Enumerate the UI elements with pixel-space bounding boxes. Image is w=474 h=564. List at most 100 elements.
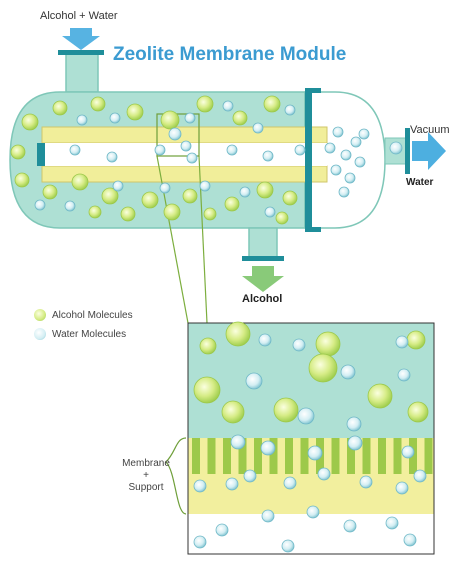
alcohol-molecule bbox=[199, 337, 217, 355]
alcohol-molecule bbox=[406, 330, 426, 350]
water-molecule bbox=[281, 539, 295, 553]
page-title: Zeolite Membrane Module bbox=[113, 44, 347, 65]
water-molecule bbox=[403, 533, 417, 547]
water-molecule bbox=[389, 141, 403, 155]
membrane-tube-upper bbox=[41, 126, 328, 144]
alcohol-molecule bbox=[224, 196, 240, 212]
alcohol-molecule bbox=[275, 211, 289, 225]
membrane-pore-wall bbox=[393, 438, 402, 474]
legend-item-water: Water Molecules bbox=[34, 327, 126, 341]
alcohol-molecule-icon bbox=[34, 309, 46, 321]
alcohol-molecule bbox=[120, 206, 136, 222]
feed-arrow-icon bbox=[62, 28, 100, 50]
alcohol-molecule bbox=[71, 173, 89, 191]
water-molecule bbox=[199, 180, 211, 192]
water-molecule bbox=[343, 519, 357, 533]
alcohol-molecule bbox=[141, 191, 159, 209]
feed-nozzle-flange bbox=[58, 50, 104, 55]
water-molecule bbox=[230, 434, 246, 450]
feed-nozzle bbox=[65, 51, 99, 93]
legend-item-alcohol: Alcohol Molecules bbox=[34, 308, 133, 322]
alcohol-molecule bbox=[256, 181, 274, 199]
membrane-support-label: Membrane + Support bbox=[120, 458, 172, 494]
permeate-flange bbox=[405, 128, 410, 174]
alcohol-label: Alcohol bbox=[242, 293, 283, 305]
water-molecule bbox=[324, 142, 336, 154]
tube-sheet-cap-bottom bbox=[305, 227, 321, 232]
water-molecule bbox=[297, 407, 315, 425]
water-molecule bbox=[397, 368, 411, 382]
legend-label-alcohol: Alcohol Molecules bbox=[52, 309, 133, 321]
membrane-bracket bbox=[165, 437, 187, 515]
zoom-source-box bbox=[156, 113, 200, 157]
alcohol-molecule bbox=[367, 383, 393, 409]
membrane-label-line1: Membrane bbox=[122, 458, 170, 469]
membrane-label-line2: + bbox=[143, 470, 149, 481]
alcohol-molecule bbox=[308, 353, 338, 383]
water-molecule bbox=[260, 440, 276, 456]
alcohol-molecule bbox=[21, 113, 39, 131]
water-molecule bbox=[385, 516, 399, 530]
water-molecule bbox=[106, 151, 118, 163]
water-molecule bbox=[109, 112, 121, 124]
alcohol-molecule bbox=[182, 188, 198, 204]
water-molecule-icon bbox=[34, 328, 46, 340]
membrane-pore-wall bbox=[254, 438, 262, 474]
water-molecule bbox=[76, 114, 88, 126]
water-molecule bbox=[340, 149, 352, 161]
water-molecule bbox=[340, 364, 356, 380]
water-molecule bbox=[347, 435, 363, 451]
alcohol-molecule bbox=[10, 144, 26, 160]
alcohol-molecule bbox=[163, 203, 181, 221]
membrane-pore-wall bbox=[207, 438, 216, 474]
water-molecule bbox=[226, 144, 238, 156]
tube-sheet-cap-top bbox=[305, 88, 321, 93]
water-molecule bbox=[193, 535, 207, 549]
water-molecule bbox=[252, 122, 264, 134]
alcohol-molecule bbox=[126, 103, 144, 121]
alcohol-molecule bbox=[160, 110, 180, 130]
alcohol-molecule bbox=[263, 95, 281, 113]
membrane-pore-wall bbox=[238, 438, 247, 474]
water-molecule bbox=[317, 467, 331, 481]
membrane-pore-wall bbox=[409, 438, 417, 474]
retentate-nozzle bbox=[248, 227, 278, 259]
membrane-pore-wall bbox=[424, 438, 433, 474]
water-molecule bbox=[338, 186, 350, 198]
alcohol-molecule bbox=[42, 184, 58, 200]
water-molecule bbox=[284, 104, 296, 116]
water-molecule bbox=[307, 445, 323, 461]
alcohol-molecule bbox=[90, 96, 106, 112]
alcohol-molecule bbox=[52, 100, 68, 116]
membrane-pore-wall bbox=[362, 438, 371, 474]
water-molecule bbox=[294, 144, 306, 156]
membrane-pore-wall bbox=[331, 438, 340, 474]
alcohol-molecule bbox=[196, 95, 214, 113]
water-molecule bbox=[306, 505, 320, 519]
water-molecule bbox=[358, 128, 370, 140]
alcohol-molecule bbox=[101, 187, 119, 205]
water-molecule bbox=[344, 172, 356, 184]
water-molecule bbox=[225, 477, 239, 491]
membrane-pore-wall bbox=[192, 438, 200, 474]
membrane-pore-wall bbox=[285, 438, 293, 474]
membrane-pore-wall bbox=[223, 438, 231, 474]
water-molecule bbox=[64, 200, 76, 212]
alcohol-molecule bbox=[282, 190, 298, 206]
water-molecule bbox=[222, 100, 234, 112]
water-molecule bbox=[395, 481, 409, 495]
left-end-plate bbox=[37, 143, 45, 166]
tube-sheet bbox=[305, 88, 312, 232]
feed-label: Alcohol + Water bbox=[40, 10, 118, 22]
membrane-pore-wall bbox=[347, 438, 355, 474]
water-molecule bbox=[184, 112, 196, 124]
water-molecule bbox=[239, 186, 251, 198]
water-molecule bbox=[193, 479, 207, 493]
water-molecule bbox=[350, 136, 362, 148]
water-molecule bbox=[69, 144, 81, 156]
alcohol-molecule bbox=[315, 331, 341, 357]
water-molecule bbox=[283, 476, 297, 490]
water-molecule bbox=[330, 164, 342, 176]
